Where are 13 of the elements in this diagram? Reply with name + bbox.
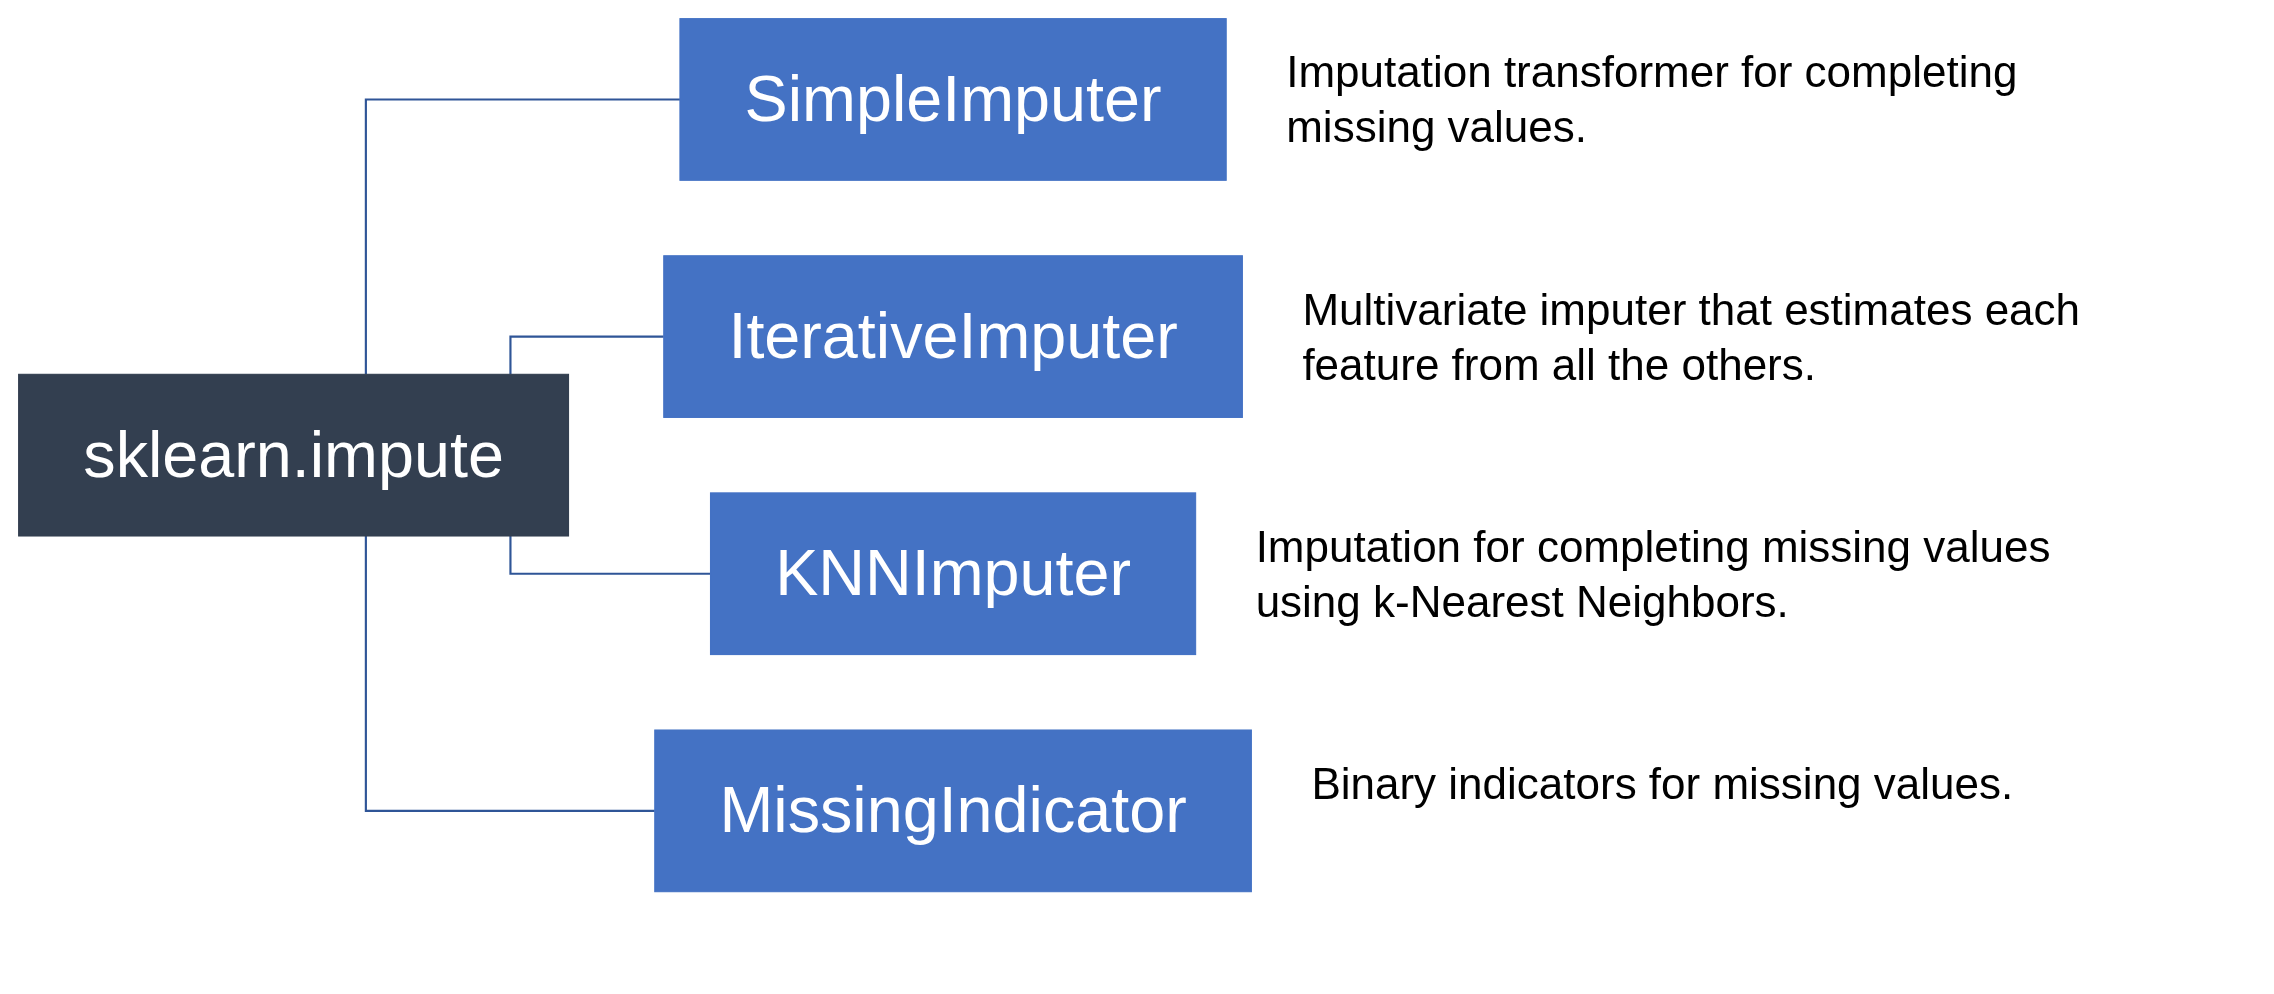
connector — [364, 536, 655, 812]
node-description: Imputation transformer for completing missing values. — [1286, 46, 2019, 154]
connector — [509, 536, 711, 575]
node-box: sklearn.impute — [18, 373, 570, 537]
node-description: Binary indicators for missing values. — [1311, 757, 2015, 810]
connector — [364, 98, 680, 375]
node-box: SimpleImputer — [679, 18, 1227, 181]
connector — [509, 335, 664, 375]
node-box: MissingIndicator — [654, 729, 1252, 893]
node-box: IterativeImputer — [663, 255, 1243, 418]
node-description: Multivariate imputer that estimates each feature from all the others. — [1302, 283, 2082, 391]
node-box: KNNImputer — [709, 492, 1197, 656]
node-description: Imputation for completing missing values using k-Nearest Neighbors. — [1255, 520, 2052, 628]
